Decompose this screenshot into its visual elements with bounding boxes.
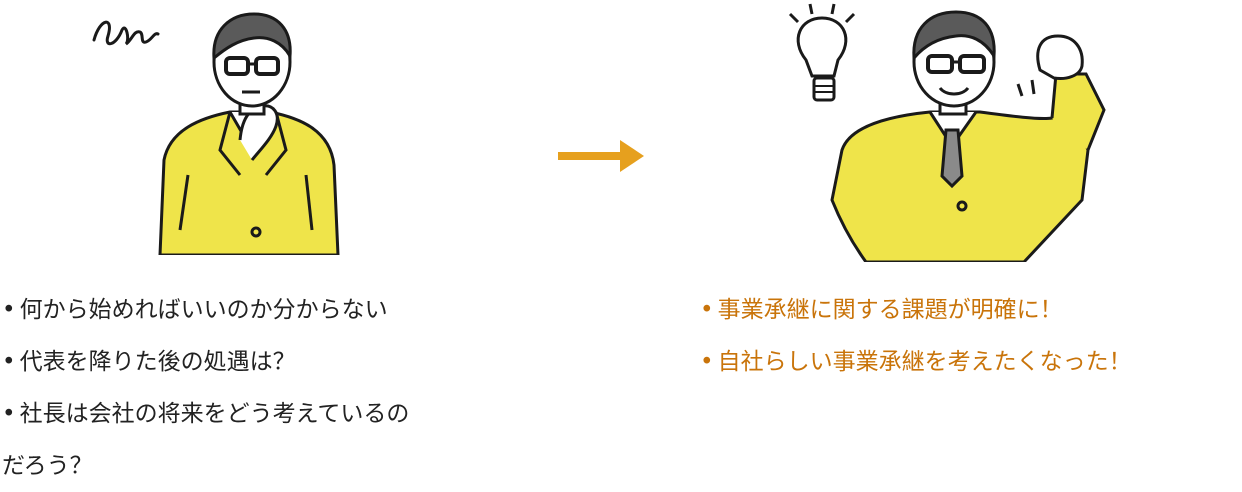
- outcomes-list: •事業承継に関する課題が明確に！ •自社らしい事業承継を考えたくなった！: [700, 284, 1240, 388]
- list-item-text: 何から始めればいいのか分からない: [19, 297, 388, 323]
- lightbulb-icon: [788, 3, 856, 102]
- list-item: •社長は会社の将来をどう考えているの だろう？: [2, 388, 542, 492]
- bullet: •: [700, 349, 714, 375]
- bullet: •: [2, 297, 16, 323]
- bullet: •: [700, 297, 714, 323]
- worry-squiggle-icon: [92, 20, 160, 46]
- list-item: •代表を降りた後の処遇は？: [2, 336, 542, 388]
- worried-businessman-illustration: [92, 12, 340, 255]
- confident-businessman-illustration: [788, 3, 1106, 262]
- list-item: •事業承継に関する課題が明確に！: [700, 284, 1240, 336]
- list-item-text: 事業承継に関する課題が明確に！: [717, 297, 1063, 323]
- list-item-text: 自社らしい事業承継を考えたくなった！: [717, 349, 1132, 375]
- right-arrow-icon: [558, 140, 644, 172]
- list-item-text: 社長は会社の将来をどう考えているの: [19, 401, 410, 427]
- bullet: •: [2, 401, 16, 427]
- bullet: •: [2, 349, 16, 375]
- concerns-list: •何から始めればいいのか分からない •代表を降りた後の処遇は？ •社長は会社の将…: [2, 284, 542, 492]
- list-item: •何から始めればいいのか分からない: [2, 284, 542, 336]
- list-item-text: 代表を降りた後の処遇は？: [19, 349, 296, 375]
- list-item-text-continued: だろう？: [2, 453, 93, 479]
- list-item: •自社らしい事業承継を考えたくなった！: [700, 336, 1240, 388]
